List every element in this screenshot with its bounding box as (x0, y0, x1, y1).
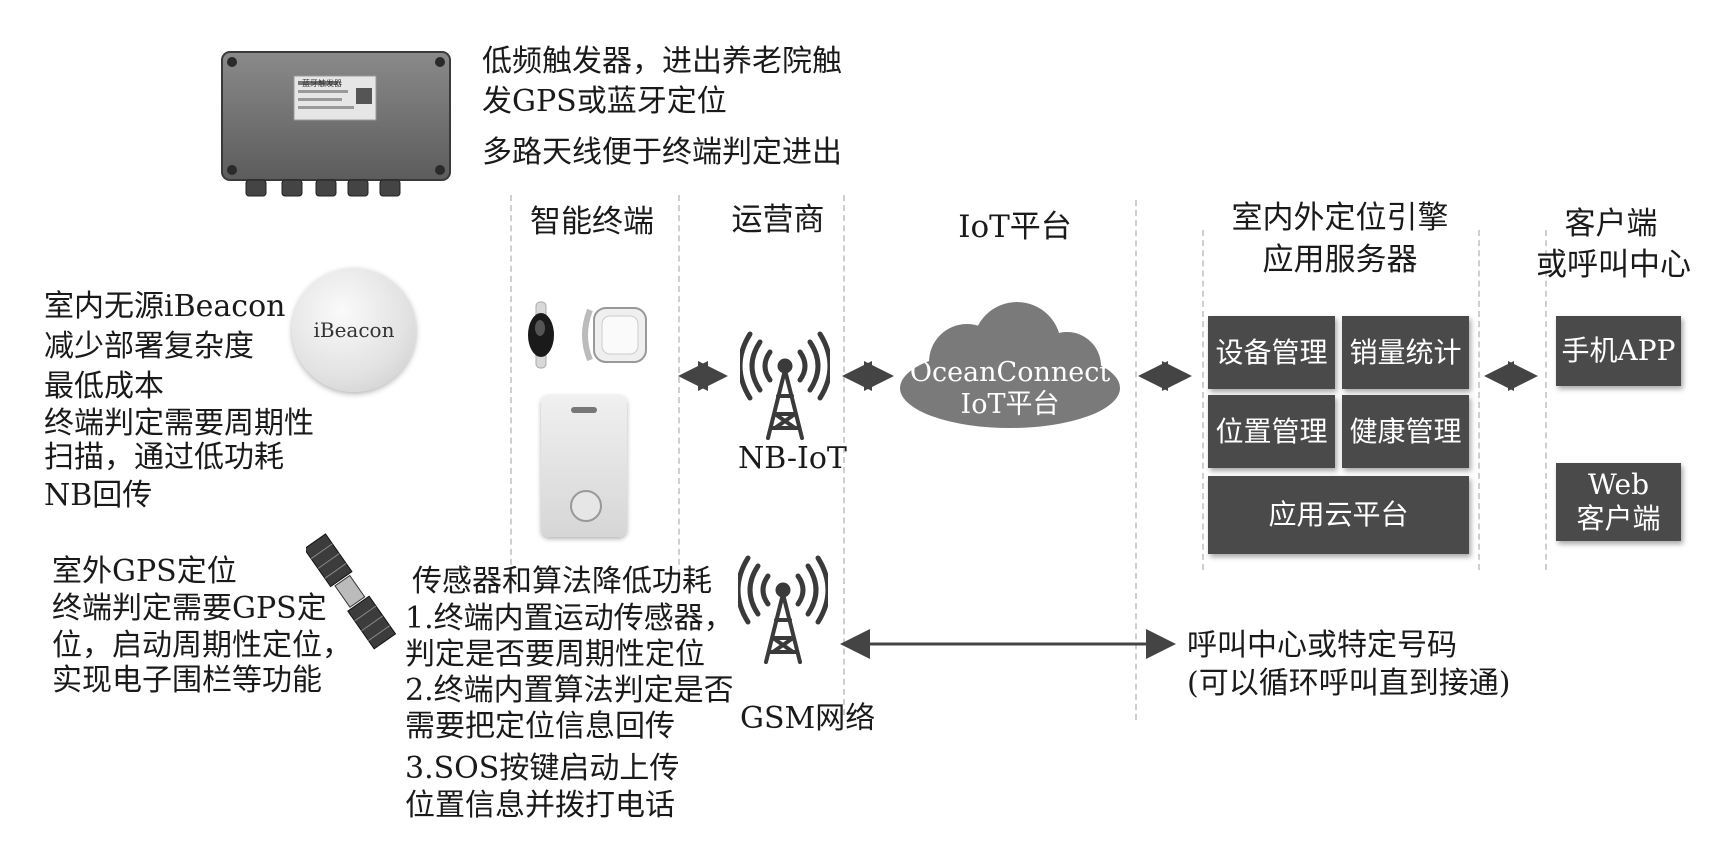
header-engine-line1: 室内外定位引擎 (1231, 200, 1449, 236)
sensor-line5: 需要把定位信息回传 (405, 709, 675, 744)
header-terminal: 智能终端 (530, 204, 654, 240)
trigger-device-label: 蓝牙触发器 (302, 79, 342, 88)
wristband-device (520, 300, 660, 370)
ibeacon-line2: 减少部署复杂度 (44, 329, 254, 364)
nb-iot-label: NB-IoT (738, 441, 847, 476)
satellite-icon (303, 528, 397, 658)
sales-stats-box: 销量统计 (1342, 316, 1469, 389)
health-mgmt-box: 健康管理 (1342, 395, 1469, 468)
nb-iot-tower-icon (737, 330, 833, 442)
ibeacon-line3: 最低成本 (44, 369, 164, 404)
sensor-line1: 传感器和算法降低功耗 (412, 564, 712, 599)
separator-terminal-left (510, 195, 512, 575)
call-line1: 呼叫中心或特定号码 (1187, 628, 1457, 663)
separator-iot-engine (1135, 200, 1137, 720)
header-operator: 运营商 (731, 202, 825, 238)
header-client-line1: 客户端 (1564, 206, 1658, 242)
ibeacon-line6: NB回传 (44, 478, 153, 513)
ibeacon-device: iBeacon (292, 268, 416, 392)
badge-device (541, 395, 627, 537)
gsm-label: GSM网络 (740, 701, 876, 736)
header-engine-line2: 应用服务器 (1262, 242, 1418, 278)
sensor-line6: 3.SOS按键启动上传 (405, 751, 680, 786)
trigger-desc-line2: 发GPS或蓝牙定位 (482, 84, 727, 119)
gsm-tower-icon (735, 554, 831, 666)
separator-operator-iot (843, 195, 845, 715)
sensor-line7: 位置信息并拨打电话 (405, 788, 675, 823)
cloud-line2: IoT平台 (960, 389, 1060, 420)
ibeacon-line5: 扫描，通过低功耗 (44, 440, 284, 475)
sensor-line3: 判定是否要周期性定位 (405, 637, 705, 672)
ibeacon-badge: iBeacon (313, 318, 395, 342)
header-client-line2: 或呼叫中心 (1536, 247, 1691, 283)
separator-engine-right (1478, 230, 1480, 570)
separator-client (1545, 230, 1547, 570)
sos-button-icon (570, 490, 602, 522)
badge-slot-icon (571, 407, 597, 413)
call-line2: (可以循环呼叫直到接通) (1187, 666, 1511, 701)
header-iot-platform: IoT平台 (958, 209, 1072, 245)
gps-line3: 位，启动周期性定位， (52, 628, 352, 663)
sensor-line2: 1.终端内置运动传感器， (405, 601, 734, 636)
sensor-line4: 2.终端内置算法判定是否 (405, 673, 734, 708)
gps-line2: 终端判定需要GPS定 (52, 591, 327, 626)
trigger-desc-line3: 多路天线便于终端判定进出 (482, 135, 842, 170)
app-cloud-box: 应用云平台 (1208, 476, 1469, 554)
gps-line1: 室外GPS定位 (52, 554, 237, 589)
device-mgmt-box: 设备管理 (1208, 316, 1335, 389)
trigger-desc-line1: 低频触发器，进出养老院触 (482, 44, 842, 79)
cloud-shape (895, 300, 1125, 430)
web-client-line1: Web (1588, 468, 1649, 501)
trigger-device-image: 蓝牙触发器 (218, 48, 454, 208)
gps-line4: 实现电子围栏等功能 (52, 663, 322, 698)
location-mgmt-box: 位置管理 (1208, 395, 1335, 468)
ibeacon-line4: 终端判定需要周期性 (44, 406, 314, 441)
web-client-line2: 客户端 (1576, 502, 1661, 535)
cloud-line1: OceanConnect (909, 357, 1111, 388)
ibeacon-line1: 室内无源iBeacon (44, 289, 286, 324)
web-client-box: Web 客户端 (1556, 463, 1681, 541)
separator-engine-left (1202, 230, 1204, 570)
mobile-app-box: 手机APP (1556, 316, 1681, 386)
